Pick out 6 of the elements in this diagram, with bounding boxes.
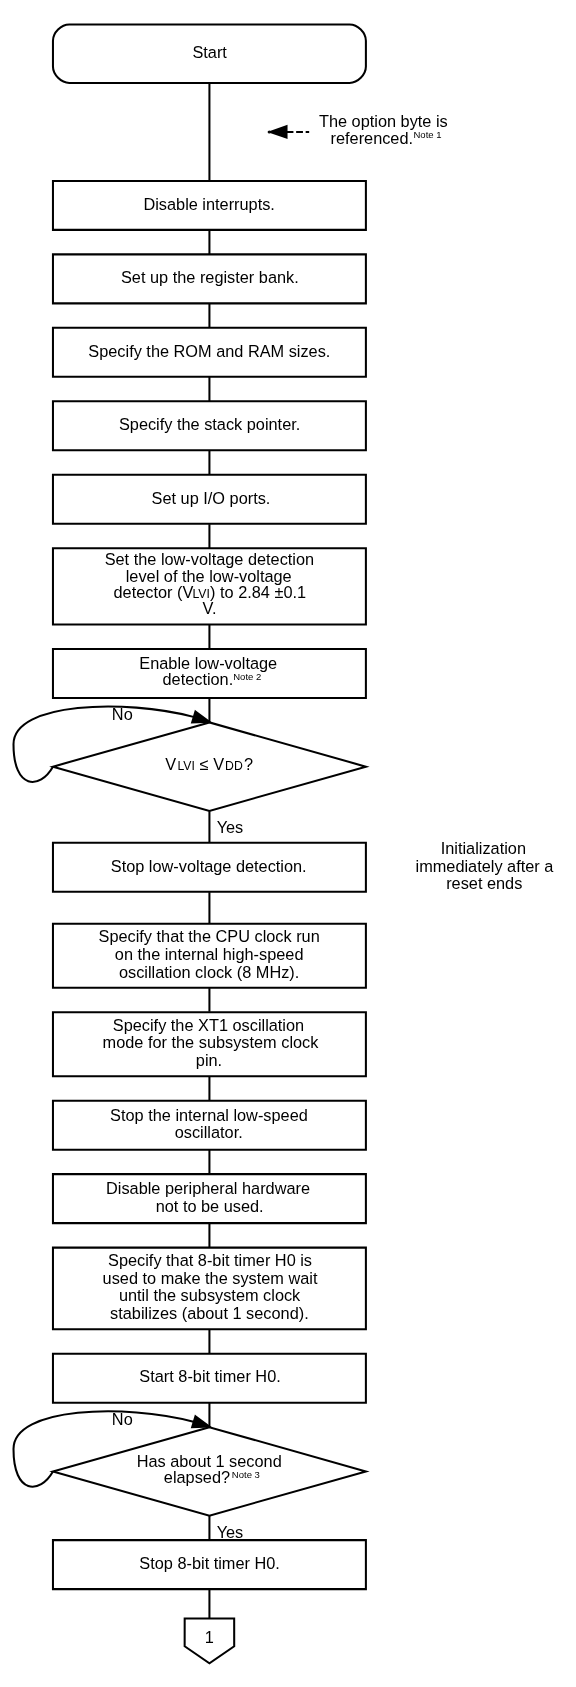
edge-label: Yes: [216, 817, 244, 836]
node-text: The option byte is referenced.$^{Note 1}$: [318, 111, 448, 147]
label: Initialization immediately after a reset ends: [415, 838, 554, 892]
edge-label: No: [111, 704, 133, 723]
edge-label: No: [111, 1409, 133, 1428]
edge-label: Yes: [216, 1522, 244, 1541]
